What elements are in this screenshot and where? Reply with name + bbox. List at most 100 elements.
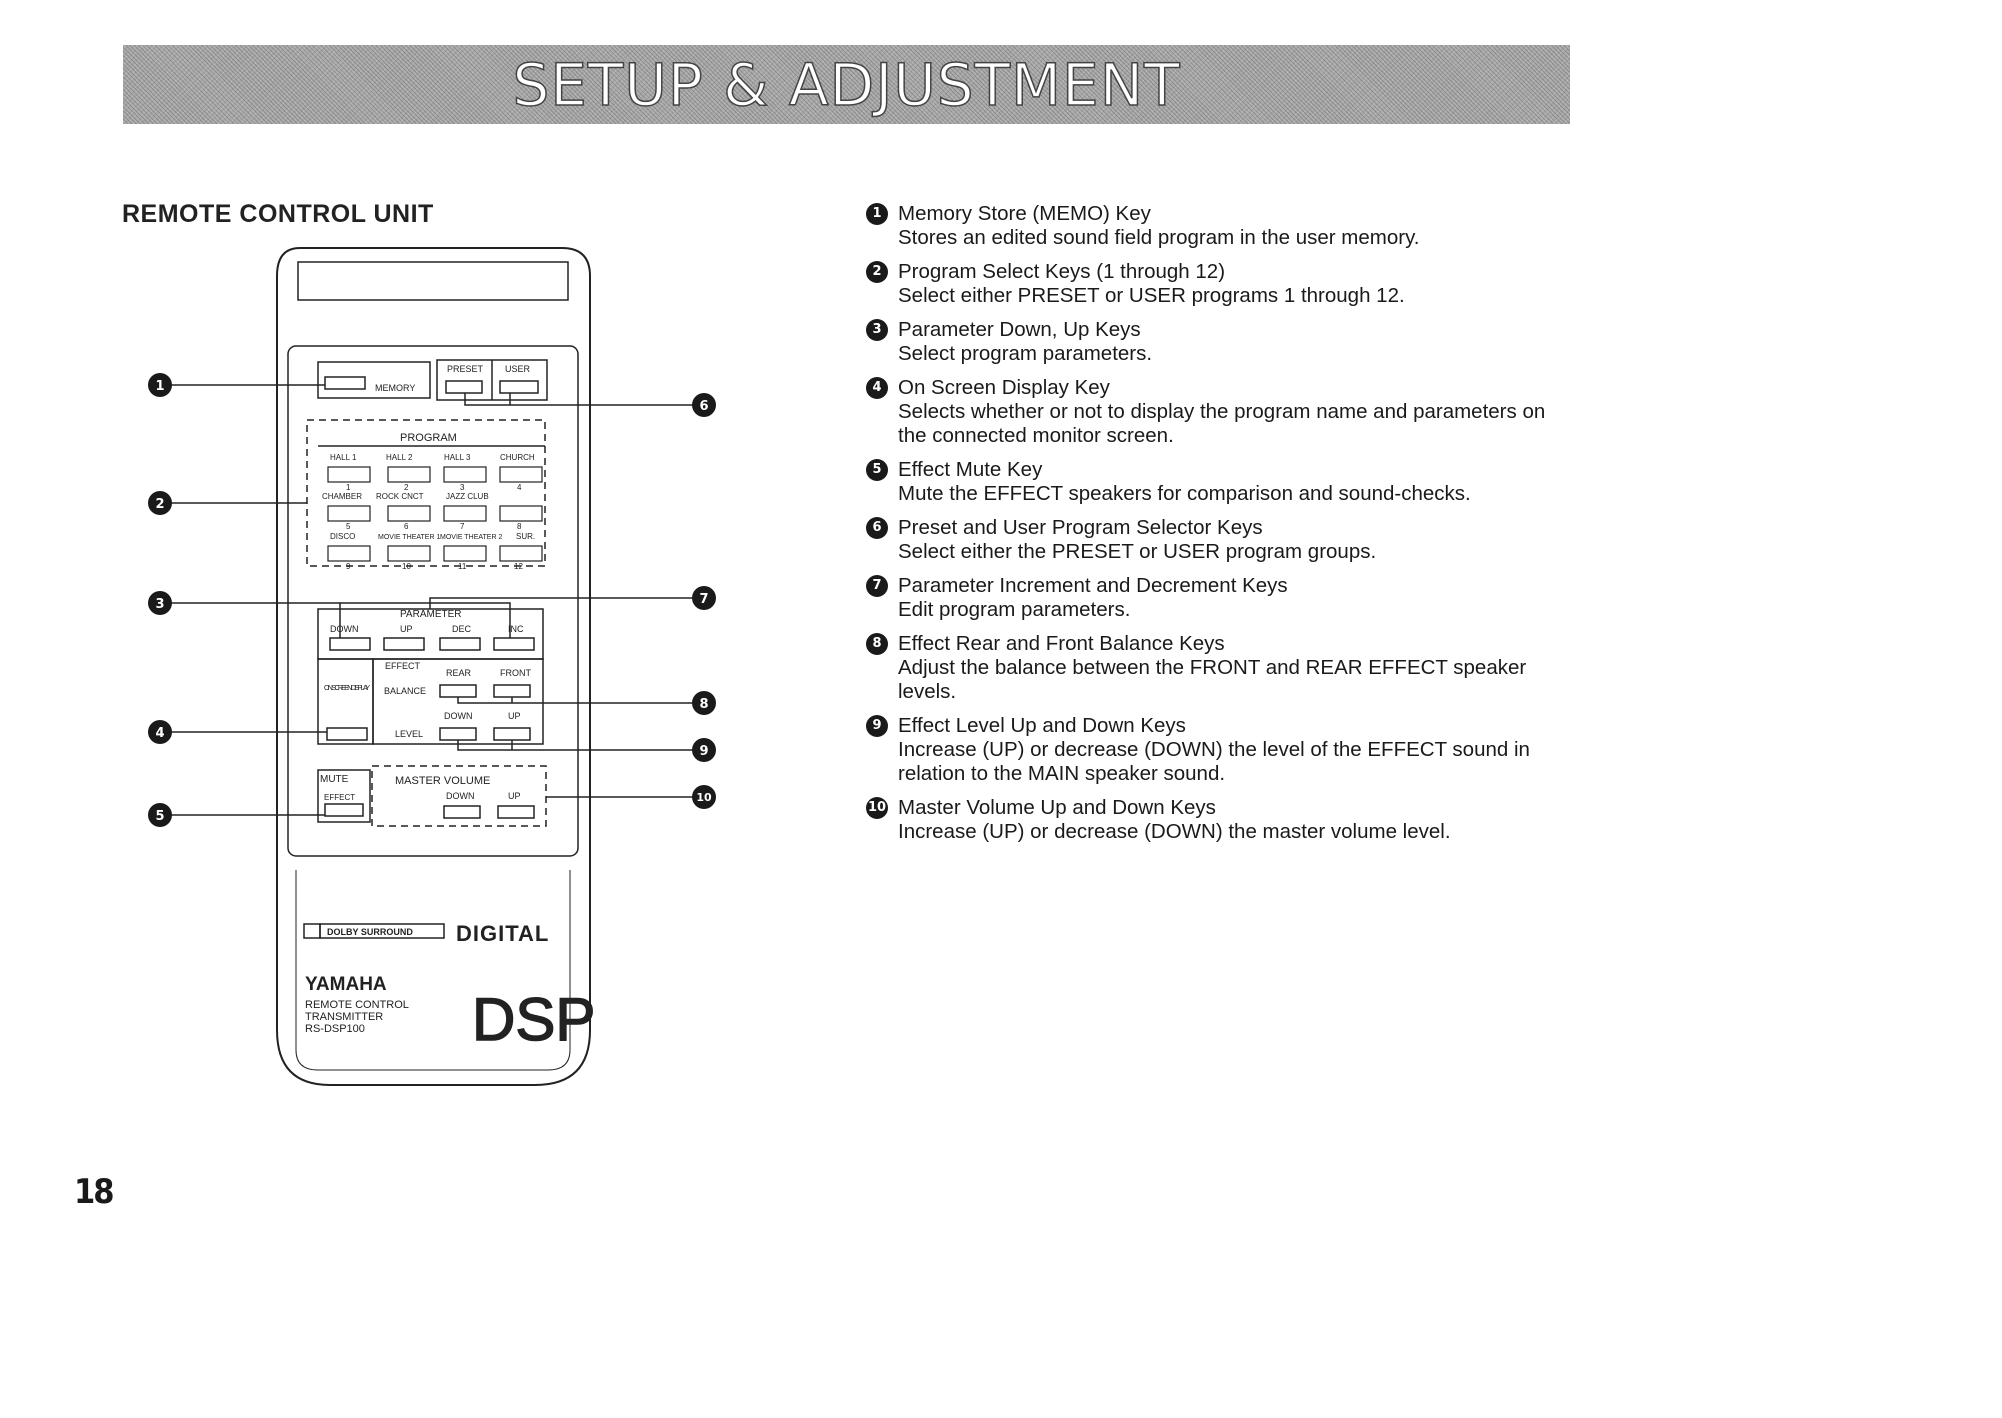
description-title: Parameter Down, Up Keys <box>898 318 1141 341</box>
dec-label: DEC <box>452 624 472 634</box>
callout-leader-lines <box>170 384 694 816</box>
model-line: TRANSMITTER <box>305 1011 383 1023</box>
level-down-key <box>439 727 477 741</box>
callout-5-label: 5 <box>155 809 164 824</box>
description-title: Effect Rear and Front Balance Keys <box>898 632 1225 655</box>
program-label: PROGRAM <box>400 432 457 444</box>
description-number: 10 <box>866 797 888 819</box>
remote-body-outline <box>276 247 591 1086</box>
effect-label: EFFECT <box>385 661 421 671</box>
callout-4-label: 4 <box>155 726 164 741</box>
program-name: CHURCH <box>500 453 535 462</box>
down-label: DOWN <box>446 791 475 801</box>
page-number: 18 <box>74 1172 115 1212</box>
up-label: UP <box>508 711 521 721</box>
callout-6 <box>692 393 716 417</box>
callout-9-label: 9 <box>699 744 708 759</box>
program-number: 8 <box>517 522 522 531</box>
program-number: 12 <box>514 562 523 571</box>
remote-top-window <box>297 261 569 301</box>
mute-label: MUTE <box>320 774 349 785</box>
dolby-logo-icon <box>303 923 321 939</box>
callout-2-label: 2 <box>155 497 164 512</box>
user-key <box>499 380 539 394</box>
model-line: REMOTE CONTROL <box>305 999 409 1011</box>
balance-label: BALANCE <box>384 686 426 696</box>
description-item: 10 Master Volume Up and Down Keys Increa… <box>866 796 1566 844</box>
description-number: 5 <box>866 459 888 481</box>
page-header-title: SETUP & ADJUSTMENT <box>512 50 1181 120</box>
callout-1-label: 1 <box>155 379 164 394</box>
callout-8 <box>692 691 716 715</box>
description-title: Effect Level Up and Down Keys <box>898 714 1186 737</box>
description-title: Program Select Keys (1 through 12) <box>898 260 1226 283</box>
dolby-label: DOLBY SURROUND <box>327 927 413 937</box>
key-descriptions-list: 1 Memory Store (MEMO) Key Stores an edit… <box>866 202 1566 854</box>
parameter-label: PARAMETER <box>400 609 462 620</box>
callout-1 <box>148 373 172 397</box>
front-label: FRONT <box>500 668 531 678</box>
program-keys <box>327 466 543 562</box>
master-volume-label: MASTER VOLUME <box>395 775 490 787</box>
description-number: 1 <box>866 203 888 225</box>
dsp-logo: DSP <box>472 986 595 1053</box>
description-number: 9 <box>866 715 888 737</box>
program-name: MOVIE THEATER 2 <box>440 534 502 541</box>
param-inc-key <box>493 637 535 651</box>
program-name: SUR. <box>516 532 535 541</box>
description-title: Parameter Increment and Decrement Keys <box>898 574 1288 597</box>
description-body: Select either PRESET or USER programs 1 … <box>898 284 1405 307</box>
program-name: JAZZ CLUB <box>446 492 489 501</box>
callout-9 <box>692 738 716 762</box>
memory-key <box>324 376 366 390</box>
master-volume-down-key <box>443 805 481 819</box>
description-item: 6 Preset and User Program Selector Keys … <box>866 516 1566 564</box>
description-title: Memory Store (MEMO) Key <box>898 202 1151 225</box>
inc-label: INC <box>508 624 524 634</box>
description-title: Master Volume Up and Down Keys <box>898 796 1216 819</box>
callout-7 <box>692 586 716 610</box>
program-number: 10 <box>402 562 411 571</box>
remote-key-panel <box>287 345 579 857</box>
program-name: HALL 3 <box>444 453 471 462</box>
description-body: Mute the EFFECT speakers for comparison … <box>898 482 1471 505</box>
program-number: 2 <box>404 483 409 492</box>
callout-6-label: 6 <box>699 399 708 414</box>
description-number: 2 <box>866 261 888 283</box>
description-item: 1 Memory Store (MEMO) Key Stores an edit… <box>866 202 1566 250</box>
param-dec-key <box>439 637 481 651</box>
description-item: 4 On Screen Display Key Selects whether … <box>866 376 1566 448</box>
level-up-key <box>493 727 531 741</box>
program-number: 5 <box>346 522 351 531</box>
callout-7-label: 7 <box>699 592 708 607</box>
balance-rear-key <box>439 684 477 698</box>
mute-effect-label: EFFECT <box>324 793 355 802</box>
description-item: 2 Program Select Keys (1 through 12) Sel… <box>866 260 1566 308</box>
header-banner: SETUP & ADJUSTMENT <box>123 45 1570 124</box>
on-screen-label: ON SCREEN DISPLAY <box>324 685 370 692</box>
program-name: HALL 1 <box>330 453 357 462</box>
description-body: Select either the PRESET or USER program… <box>898 540 1377 563</box>
description-item: 9 Effect Level Up and Down Keys Increase… <box>866 714 1566 786</box>
callout-4 <box>148 720 172 744</box>
down-label: DOWN <box>330 624 359 634</box>
description-item: 7 Parameter Increment and Decrement Keys… <box>866 574 1566 622</box>
program-name: MOVIE THEATER 1 <box>378 534 440 541</box>
up-label: UP <box>508 791 521 801</box>
description-body: Selects whether or not to display the pr… <box>898 400 1546 447</box>
callout-10-label: 10 <box>696 791 712 804</box>
program-number: 9 <box>346 562 351 571</box>
description-item: 5 Effect Mute Key Mute the EFFECT speake… <box>866 458 1566 506</box>
brand-logo: YAMAHA <box>305 974 387 995</box>
user-label: USER <box>505 364 531 374</box>
description-item: 8 Effect Rear and Front Balance Keys Adj… <box>866 632 1566 704</box>
program-number: 3 <box>460 483 465 492</box>
description-title: Preset and User Program Selector Keys <box>898 516 1263 539</box>
up-label: UP <box>400 624 413 634</box>
description-number: 6 <box>866 517 888 539</box>
description-item: 3 Parameter Down, Up Keys Select program… <box>866 318 1566 366</box>
down-label: DOWN <box>444 711 473 721</box>
master-volume-up-key <box>497 805 535 819</box>
param-up-key <box>383 637 425 651</box>
